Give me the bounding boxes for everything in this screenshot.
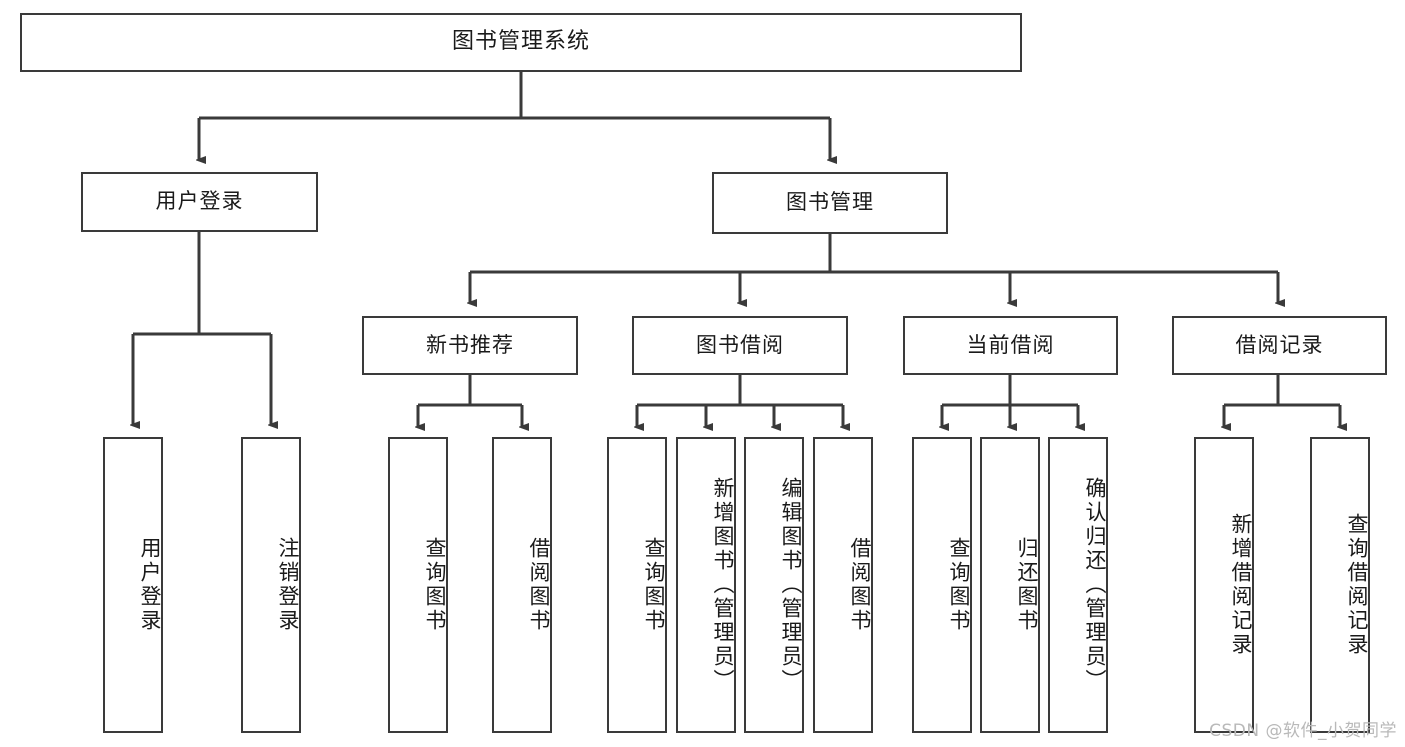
node-leaf-query-book-1-label: 查询图书 [423, 537, 447, 633]
node-leaf-add-book-label: 新增图书（管理员） [711, 477, 735, 693]
node-root-label: 图书管理系统 [451, 29, 590, 55]
node-book-manage[interactable]: 图书管理 [712, 172, 948, 234]
node-leaf-return-book[interactable]: 归还图书 [980, 437, 1040, 733]
csdn-watermark: CSDN @软件_小贺同学 [1209, 721, 1397, 741]
node-leaf-confirm-return[interactable]: 确认归还（管理员） [1048, 437, 1108, 733]
node-user-login[interactable]: 用户登录 [81, 172, 318, 232]
node-leaf-edit-book[interactable]: 编辑图书（管理员） [744, 437, 804, 733]
node-leaf-query-record-label: 查询借阅记录 [1345, 513, 1369, 657]
node-leaf-logout-label: 注销登录 [276, 537, 300, 633]
node-leaf-query-book-2-label: 查询图书 [642, 537, 666, 633]
node-borrow-record-label: 借阅记录 [1235, 332, 1324, 357]
node-leaf-borrow-book-1-label: 借阅图书 [527, 537, 551, 633]
node-leaf-query-book-3-label: 查询图书 [947, 537, 971, 633]
node-book-borrow[interactable]: 图书借阅 [632, 316, 848, 375]
node-user-login-label: 用户登录 [155, 189, 244, 214]
node-leaf-user-login[interactable]: 用户登录 [103, 437, 163, 733]
node-leaf-query-book-3[interactable]: 查询图书 [912, 437, 972, 733]
node-leaf-borrow-book-1[interactable]: 借阅图书 [492, 437, 552, 733]
node-current-borrow[interactable]: 当前借阅 [903, 316, 1118, 375]
node-leaf-return-book-label: 归还图书 [1015, 537, 1039, 633]
node-leaf-add-record[interactable]: 新增借阅记录 [1194, 437, 1254, 733]
node-leaf-query-record[interactable]: 查询借阅记录 [1310, 437, 1370, 733]
node-leaf-edit-book-label: 编辑图书（管理员） [779, 477, 803, 693]
node-root[interactable]: 图书管理系统 [20, 13, 1022, 72]
node-borrow-record[interactable]: 借阅记录 [1172, 316, 1387, 375]
node-leaf-confirm-return-label: 确认归还（管理员） [1083, 477, 1107, 693]
node-leaf-borrow-book-2[interactable]: 借阅图书 [813, 437, 873, 733]
node-leaf-user-login-label: 用户登录 [138, 537, 162, 633]
node-leaf-logout[interactable]: 注销登录 [241, 437, 301, 733]
node-book-manage-label: 图书管理 [786, 190, 874, 215]
node-current-borrow-label: 当前借阅 [966, 332, 1055, 357]
node-leaf-borrow-book-2-label: 借阅图书 [848, 537, 872, 633]
node-leaf-add-book[interactable]: 新增图书（管理员） [676, 437, 736, 733]
node-leaf-query-book-2[interactable]: 查询图书 [607, 437, 667, 733]
node-new-book-recommend[interactable]: 新书推荐 [362, 316, 578, 375]
node-leaf-query-book-1[interactable]: 查询图书 [388, 437, 448, 733]
node-book-borrow-label: 图书借阅 [696, 332, 784, 357]
node-leaf-add-record-label: 新增借阅记录 [1229, 513, 1253, 657]
node-new-book-recommend-label: 新书推荐 [426, 332, 514, 357]
